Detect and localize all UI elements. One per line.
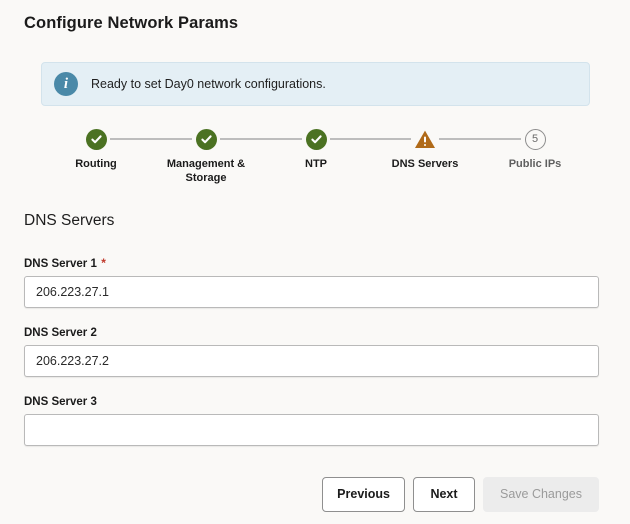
required-asterisk: * — [97, 256, 106, 270]
step-marker-row — [261, 128, 371, 150]
step-connector — [220, 138, 302, 140]
form-field: DNS Server 2 — [24, 327, 599, 377]
info-icon: i — [54, 72, 78, 96]
step-marker-row — [151, 128, 261, 150]
step-connector — [110, 138, 192, 140]
step-label: DNS Servers — [391, 158, 459, 170]
stepper-step-routing[interactable]: Routing — [41, 128, 151, 171]
step-connector — [439, 138, 521, 140]
form-actions: Previous Next Save Changes — [322, 477, 599, 512]
next-button[interactable]: Next — [412, 477, 475, 512]
step-number-badge: 5 — [524, 128, 546, 150]
check-icon — [195, 128, 217, 150]
dns-server-1-label: DNS Server 1 * — [24, 256, 106, 270]
step-marker-row — [370, 128, 480, 150]
section-heading: DNS Servers — [24, 212, 115, 229]
step-label: Routing — [75, 158, 117, 170]
dns-server-3-input[interactable] — [24, 414, 599, 446]
form-field: DNS Server 1 * — [24, 256, 599, 308]
previous-button[interactable]: Previous — [322, 477, 405, 512]
dns-server-2-input[interactable] — [24, 345, 599, 377]
save-changes-button: Save Changes — [482, 477, 599, 512]
info-banner: i Ready to set Day0 network configuratio… — [41, 62, 590, 106]
warning-triangle-icon — [414, 129, 436, 150]
step-label: Management & Storage — [166, 158, 246, 185]
check-icon — [305, 128, 327, 150]
wizard-stepper: Routing Management & Storage NTP DNS Server… — [41, 128, 590, 190]
stepper-step-management-storage[interactable]: Management & Storage — [151, 128, 261, 185]
step-label: Public IPs — [508, 158, 562, 170]
info-banner-message: Ready to set Day0 network configurations… — [91, 77, 326, 91]
stepper-step-ntp[interactable]: NTP — [261, 128, 371, 171]
check-icon — [85, 128, 107, 150]
dns-server-3-label: DNS Server 3 — [24, 396, 97, 408]
page-title: Configure Network Params — [24, 14, 239, 32]
step-marker-row: 5 — [480, 128, 590, 150]
dns-server-1-input[interactable] — [24, 276, 599, 308]
dns-servers-form: DNS Server 1 * DNS Server 2 DNS Server 3 — [24, 256, 599, 446]
stepper-step-dns-servers[interactable]: DNS Servers — [370, 128, 480, 171]
step-label: NTP — [305, 158, 327, 170]
dns-server-2-label: DNS Server 2 — [24, 327, 97, 339]
form-field: DNS Server 3 — [24, 396, 599, 446]
step-connector — [330, 138, 411, 140]
step-marker-row — [41, 128, 151, 150]
